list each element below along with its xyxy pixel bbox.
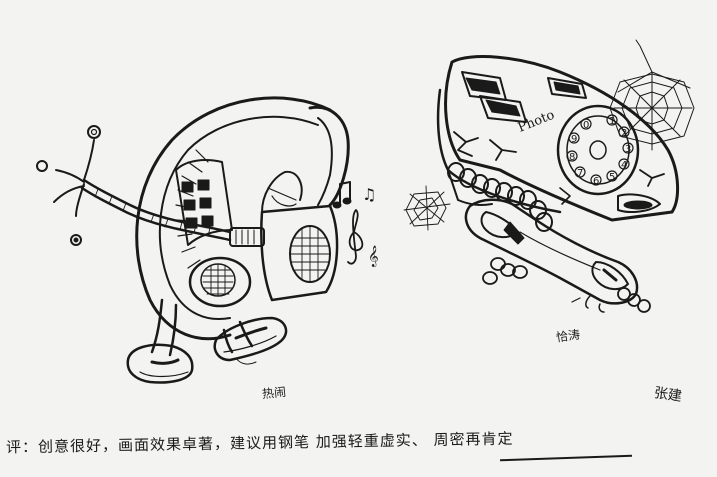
dial-digit-5: 5 — [609, 172, 615, 183]
dial-digit-4: 4 — [621, 160, 627, 171]
treble-clef-icon: 𝄞 — [368, 246, 379, 267]
dial-digit-2: 2 — [621, 128, 627, 139]
music-notes: ♫ 𝄞 — [362, 185, 379, 267]
dial-digits: 1 2 3 4 5 6 7 8 9 0 — [569, 116, 631, 187]
dial-digit-6: 6 — [593, 176, 599, 187]
audio-device-drawing — [36, 96, 364, 384]
left-drawing-signature: 热闹 — [261, 384, 287, 402]
telephone-drawing — [403, 39, 695, 313]
dial-digit-8: 8 — [569, 152, 575, 163]
right-drawing-signature: 恰涛 — [555, 327, 581, 345]
dial-digit-7: 7 — [577, 168, 583, 179]
artist-signature: 张建 — [652, 385, 683, 405]
dial-digit-9: 9 — [571, 134, 577, 145]
dial-digit-1: 1 — [609, 116, 615, 127]
music-note-eighth-icon: ♫ — [362, 185, 376, 204]
dial-digit-0: 0 — [583, 120, 589, 131]
dial-digit-3: 3 — [625, 144, 631, 155]
